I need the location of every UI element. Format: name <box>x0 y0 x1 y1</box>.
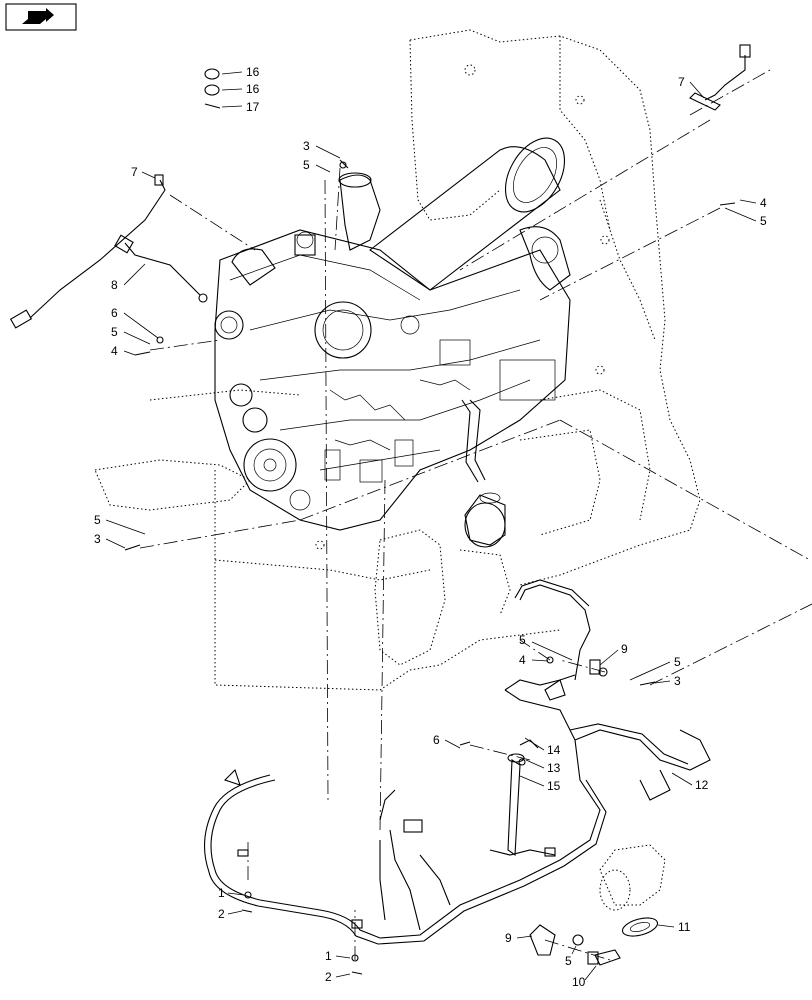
callout-16a: 16 <box>246 65 260 79</box>
callout-1a: 1 <box>218 886 225 900</box>
callout-4a: 4 <box>111 344 118 358</box>
fasteners <box>124 159 736 975</box>
callout-7b: 7 <box>678 75 685 89</box>
callout-12: 12 <box>695 778 709 792</box>
callout-1b: 1 <box>325 949 332 963</box>
part-9-clip <box>529 924 556 956</box>
callout-3a: 3 <box>303 139 310 153</box>
page-navigation-icon[interactable] <box>5 3 77 31</box>
harness-8 <box>114 234 208 303</box>
chassis-frame-outline <box>94 29 701 691</box>
part-5-washer <box>572 934 584 946</box>
callout-5c: 5 <box>760 214 767 228</box>
engine-assembly <box>214 137 571 548</box>
callout-3b: 3 <box>94 532 101 546</box>
part-10-bolt <box>587 949 621 966</box>
callout-5d: 5 <box>94 513 101 527</box>
callout-2a: 2 <box>218 907 225 921</box>
callout-5e: 5 <box>519 633 526 647</box>
callout-5f: 5 <box>674 655 681 669</box>
callout-13: 13 <box>547 761 561 775</box>
callout-3c: 3 <box>674 674 681 688</box>
callout-17: 17 <box>246 100 260 114</box>
callout-16b: 16 <box>246 82 260 96</box>
callout-6a: 6 <box>111 306 118 320</box>
callout-labels: 16 16 17 3 5 7 8 6 5 4 7 4 5 5 3 5 4 9 <box>94 65 767 989</box>
part-15-tube <box>507 753 525 857</box>
harness-7-right <box>689 44 751 111</box>
callout-5b: 5 <box>111 325 118 339</box>
harness-7-left <box>9 174 166 329</box>
callout-15: 15 <box>547 779 561 793</box>
part-11-grommet <box>621 917 659 937</box>
callout-2b: 2 <box>325 970 332 984</box>
callout-10: 10 <box>572 975 586 989</box>
part-16-clip <box>204 68 221 109</box>
callout-4b: 4 <box>760 196 767 210</box>
callout-14: 14 <box>547 743 561 757</box>
callout-5g: 5 <box>565 954 572 968</box>
starter-motor <box>599 844 666 911</box>
harness-upper-loop <box>514 579 601 701</box>
assembly-lines <box>139 69 812 961</box>
callout-9b: 9 <box>505 931 512 945</box>
callout-9a: 9 <box>621 642 628 656</box>
callout-11: 11 <box>678 920 691 934</box>
callout-4c: 4 <box>519 653 526 667</box>
callout-7a: 7 <box>131 165 138 179</box>
callout-8: 8 <box>111 278 118 292</box>
harness-12-main <box>204 674 711 945</box>
callout-6b: 6 <box>433 733 440 747</box>
callout-5a: 5 <box>303 158 310 172</box>
